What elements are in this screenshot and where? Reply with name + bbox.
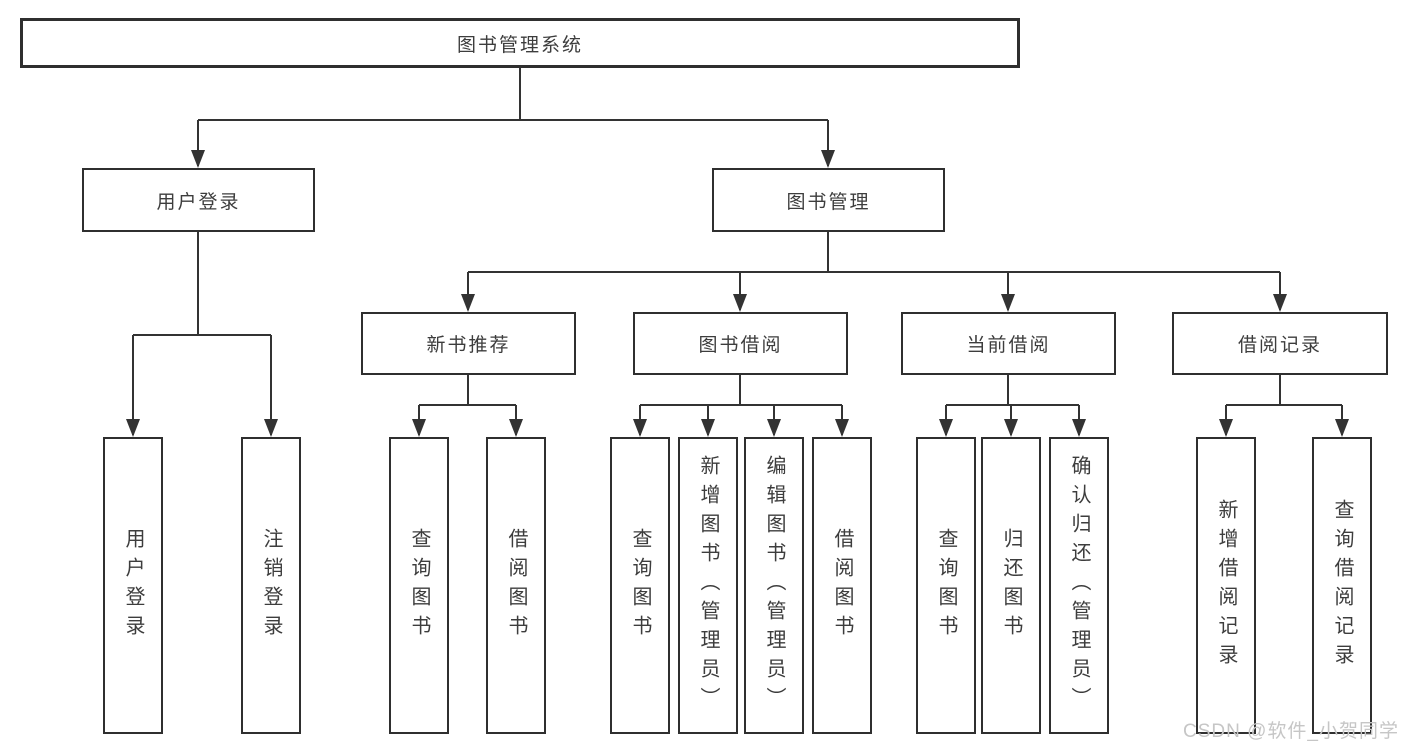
node-leaf-add-borrow-record: 新增借阅记录 <box>1196 437 1256 734</box>
node-current-borrow: 当前借阅 <box>901 312 1116 375</box>
node-new-book-recommend: 新书推荐 <box>361 312 576 375</box>
node-label: 新增图书（管理员） <box>697 455 719 716</box>
node-label: 确认归还（管理员） <box>1068 455 1090 716</box>
node-label: 借阅图书 <box>505 527 527 644</box>
node-leaf-confirm-return-admin: 确认归还（管理员） <box>1049 437 1109 734</box>
node-leaf-query-borrow-record: 查询借阅记录 <box>1312 437 1372 734</box>
node-user-login: 用户登录 <box>82 168 315 232</box>
node-borrow-records: 借阅记录 <box>1172 312 1388 375</box>
node-label: 注销登录 <box>260 527 282 644</box>
node-leaf-borrow-books-2: 借阅图书 <box>812 437 872 734</box>
node-leaf-edit-book-admin: 编辑图书（管理员） <box>744 437 804 734</box>
node-book-borrow: 图书借阅 <box>633 312 848 375</box>
node-label: 查询借阅记录 <box>1331 498 1353 673</box>
node-leaf-query-books-3: 查询图书 <box>916 437 976 734</box>
node-label: 新增借阅记录 <box>1215 498 1237 673</box>
node-label: 编辑图书（管理员） <box>763 455 785 716</box>
node-book-management: 图书管理 <box>712 168 945 232</box>
node-label: 查询图书 <box>629 527 651 644</box>
node-leaf-logout: 注销登录 <box>241 437 301 734</box>
node-leaf-return-book: 归还图书 <box>981 437 1041 734</box>
node-leaf-query-books-2: 查询图书 <box>610 437 670 734</box>
node-leaf-borrow-books-1: 借阅图书 <box>486 437 546 734</box>
node-label: 查询图书 <box>408 527 430 644</box>
node-label: 用户登录 <box>122 527 144 644</box>
node-leaf-query-books-1: 查询图书 <box>389 437 449 734</box>
node-leaf-add-book-admin: 新增图书（管理员） <box>678 437 738 734</box>
node-library-system: 图书管理系统 <box>20 18 1020 68</box>
node-leaf-user-login: 用户登录 <box>103 437 163 734</box>
watermark: CSDN @软件_小贺同学 <box>1183 721 1399 742</box>
node-label: 查询图书 <box>935 527 957 644</box>
node-label: 归还图书 <box>1000 527 1022 644</box>
node-label: 借阅图书 <box>831 527 853 644</box>
